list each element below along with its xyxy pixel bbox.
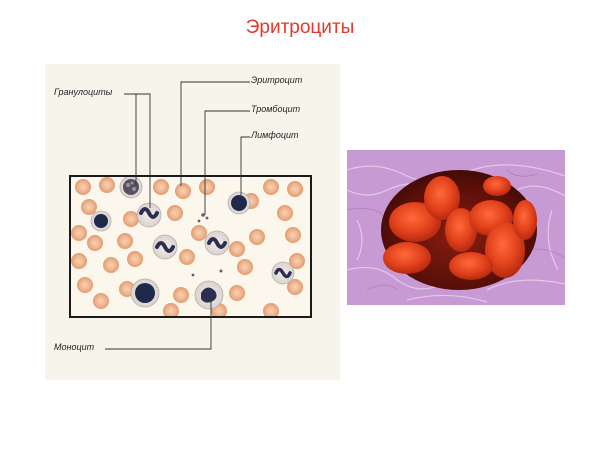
- erythrocytes-micrograph: [347, 150, 565, 305]
- slide-title: Эритроциты: [245, 17, 355, 38]
- granulocyte-cell-3: [152, 234, 178, 260]
- granulocyte-cell-1: [119, 177, 143, 199]
- label-granulocytes: Гранулоциты: [54, 87, 113, 97]
- monocyte-cell: [194, 280, 224, 310]
- blood-cells-illustration: [71, 177, 305, 316]
- granulocyte-cell-2: [136, 202, 162, 228]
- lymphocyte-cell-large: [130, 278, 160, 308]
- blood-smear-frame: [69, 175, 312, 318]
- granulocyte-cell-4: [204, 230, 230, 256]
- granulocyte-cell-5: [271, 261, 295, 285]
- lymphocyte-cell-left: [90, 210, 112, 232]
- label-lymphocyte: Лимфоцит: [251, 130, 299, 140]
- erythrocytes-group: [71, 177, 305, 316]
- platelets-group: [191, 213, 223, 277]
- lymphocyte-cell: [227, 191, 251, 215]
- label-thrombocyte: Тромбоцит: [251, 104, 301, 114]
- label-erythrocyte: Эритроцит: [251, 75, 303, 85]
- label-monocyte: Моноцит: [54, 342, 95, 352]
- red-blood-cells: [383, 176, 537, 280]
